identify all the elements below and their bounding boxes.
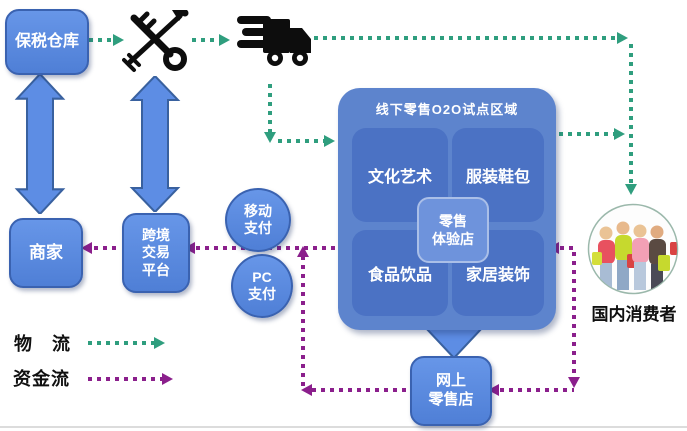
legend-logistics-label: 物 流 <box>14 334 71 354</box>
node-label: 网上 零售店 <box>428 372 474 408</box>
arrowhead-icon <box>297 246 309 257</box>
arrowhead-icon <box>488 384 499 396</box>
node-merchant: 商家 <box>9 218 83 288</box>
arrowhead-icon <box>113 34 124 46</box>
double-arrow-customs-platform <box>129 76 181 212</box>
capital-line-consumer-to-offline <box>560 246 574 250</box>
double-arrow-warehouse-merchant <box>14 74 66 214</box>
arrowhead-icon <box>154 337 165 349</box>
logistics-line-into-offline-area <box>278 139 324 143</box>
arrowhead-icon <box>324 135 335 147</box>
node-label: 移动 支付 <box>244 202 272 237</box>
capital-line-platform-to-merchant <box>94 246 120 250</box>
node-retail-experience-store: 零售 体验店 <box>417 197 489 263</box>
shoppers-photo <box>587 203 679 295</box>
legend-capital-label: 资金流 <box>13 369 70 389</box>
zone-label: 服装鞋包 <box>465 169 530 186</box>
capital-line-consumer-down <box>572 252 576 378</box>
node-label: 零售 体验店 <box>432 212 474 247</box>
node-mobile-pay: 移动 支付 <box>225 188 291 252</box>
zone-label: 家居装饰 <box>465 267 530 284</box>
logistics-line-down-to-consumer <box>629 44 633 184</box>
arrowhead-icon <box>625 184 637 195</box>
arrowhead-icon <box>219 34 230 46</box>
logistics-line-truck-down <box>268 84 272 132</box>
arrowhead-icon <box>614 128 625 140</box>
logistics-line-truck-right <box>314 36 618 40</box>
legend-logistics-line <box>88 341 154 345</box>
arrowhead-icon <box>568 377 580 388</box>
node-label: 跨境 交易 平台 <box>142 226 170 278</box>
capital-line-online-up <box>301 256 305 386</box>
capital-line-consumer-to-online <box>500 388 574 392</box>
delivery-truck-icon <box>237 16 311 66</box>
bottom-divider <box>0 426 687 428</box>
zone-label: 文化艺术 <box>367 169 432 186</box>
arrowhead-icon <box>264 132 276 143</box>
node-pc-pay: PC 支付 <box>231 254 293 318</box>
node-cross-border-platform: 跨境 交易 平台 <box>122 213 190 293</box>
arrowhead-icon <box>162 373 173 385</box>
logistics-line-warehouse-customs <box>80 38 114 42</box>
arrowhead-icon <box>617 32 628 44</box>
node-online-retail-store: 网上 零售店 <box>410 356 492 426</box>
logistics-line-offline-area-right <box>559 132 615 136</box>
customs-emblem-icon <box>122 10 189 72</box>
logistics-line-customs-truck <box>192 38 220 42</box>
consumer-label: 国内消费者 <box>591 305 677 324</box>
offline-o2o-area: 线下零售O2O试点区域 文化艺术 服装鞋包 食品饮品 家居装饰 零售 体验店 <box>338 88 556 330</box>
offline-area-title: 线下零售O2O试点区域 <box>375 102 519 117</box>
node-bonded-warehouse: 保税仓库 <box>5 9 89 75</box>
arrowhead-icon <box>301 384 312 396</box>
node-label: PC 支付 <box>248 268 276 303</box>
arrowhead-icon <box>81 242 92 254</box>
node-label: 商家 <box>29 243 63 263</box>
zone-label: 食品饮品 <box>367 267 432 284</box>
legend-capital-line <box>88 377 162 381</box>
capital-line-online-left <box>312 388 408 392</box>
node-label: 保税仓库 <box>14 33 79 50</box>
